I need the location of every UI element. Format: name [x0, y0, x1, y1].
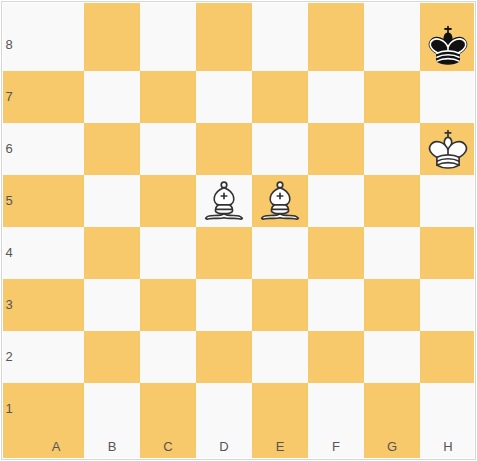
board-square — [252, 331, 308, 383]
board-square — [364, 123, 420, 175]
board-square — [84, 383, 140, 458]
board-square — [196, 3, 252, 71]
board-square — [196, 227, 252, 279]
board-square — [3, 123, 84, 175]
board-square — [308, 227, 364, 279]
board-square — [364, 3, 420, 71]
board-square — [3, 71, 84, 123]
board-square — [420, 331, 474, 383]
board-square — [364, 383, 420, 458]
file-letter: C — [158, 439, 178, 455]
board-square — [420, 3, 474, 71]
board-square — [84, 279, 140, 331]
rank-number: 1 — [0, 401, 18, 417]
rank-number: 2 — [0, 349, 18, 365]
board-square — [196, 383, 252, 458]
board-square — [140, 331, 196, 383]
board-square — [196, 331, 252, 383]
black-king — [430, 27, 467, 64]
board-square — [252, 71, 308, 123]
board-square — [84, 3, 140, 71]
rank-number: 3 — [0, 297, 18, 313]
board-square — [308, 3, 364, 71]
board-square — [420, 175, 474, 227]
file-letter: H — [438, 439, 458, 455]
board-square — [140, 227, 196, 279]
board-square — [252, 3, 308, 71]
board-square — [140, 3, 196, 71]
file-letter: A — [46, 439, 66, 455]
board-square — [252, 383, 308, 458]
board-square — [364, 331, 420, 383]
board-square — [420, 71, 474, 123]
rank-number: 6 — [0, 141, 18, 157]
board-square — [140, 175, 196, 227]
board-square — [308, 175, 364, 227]
rank-number: 7 — [0, 89, 18, 105]
white-bishop — [262, 182, 299, 219]
board-square — [308, 71, 364, 123]
file-letter: B — [102, 439, 122, 455]
board-square — [308, 331, 364, 383]
board-square — [140, 279, 196, 331]
board-square — [3, 331, 84, 383]
board-square — [308, 279, 364, 331]
board-square — [252, 279, 308, 331]
board-square — [140, 383, 196, 458]
board-square — [420, 227, 474, 279]
board-square — [84, 71, 140, 123]
rank-number: 8 — [0, 37, 18, 53]
board-square — [3, 227, 84, 279]
board-square — [364, 279, 420, 331]
board-square — [84, 331, 140, 383]
board-square — [3, 175, 84, 227]
board-square — [84, 175, 140, 227]
rank-number: 4 — [0, 245, 18, 261]
board-square — [252, 123, 308, 175]
board-square — [140, 71, 196, 123]
board-square — [84, 123, 140, 175]
board-square — [308, 123, 364, 175]
board-square — [420, 123, 474, 175]
board-square — [84, 227, 140, 279]
white-bishop — [206, 182, 243, 219]
file-letter: F — [326, 439, 346, 455]
board-square — [3, 383, 84, 458]
board-square — [308, 383, 364, 458]
board-square — [420, 383, 474, 458]
file-letter: D — [214, 439, 234, 455]
board-square — [364, 71, 420, 123]
white-king — [430, 131, 467, 168]
board-square — [420, 279, 474, 331]
board-square — [252, 227, 308, 279]
board-square — [196, 175, 252, 227]
board-square — [364, 175, 420, 227]
board-square — [252, 175, 308, 227]
board-square — [3, 3, 84, 71]
board-square — [140, 123, 196, 175]
rank-number: 5 — [0, 193, 18, 209]
board-square — [364, 227, 420, 279]
board-square — [3, 279, 84, 331]
board-square — [196, 123, 252, 175]
board-square — [196, 279, 252, 331]
file-letter: E — [270, 439, 290, 455]
board-square — [196, 71, 252, 123]
file-letter: G — [382, 439, 402, 455]
